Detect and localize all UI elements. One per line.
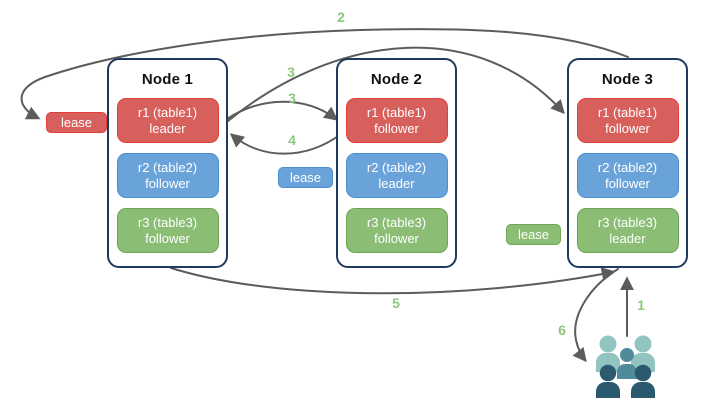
replica-role: leader	[378, 175, 415, 191]
replica-label: r2 (table2)	[597, 159, 658, 175]
replica-label: r1 (table1)	[597, 104, 658, 120]
step-label-4: 4	[288, 132, 296, 148]
step-label-2: 2	[337, 9, 345, 25]
replica-label: r2 (table2)	[366, 159, 427, 175]
lease-badge-blue: lease	[278, 167, 333, 188]
node-3-replica-r1: r1 (table1) follower	[576, 98, 679, 143]
replica-label: r3 (table3)	[366, 214, 427, 230]
replica-role: follower	[374, 120, 419, 136]
replica-role: leader	[149, 120, 186, 136]
replica-label: r1 (table1)	[137, 104, 198, 120]
replica-role: leader	[609, 230, 646, 246]
step-label-6: 6	[558, 322, 566, 338]
arrow-step-5	[170, 267, 616, 295]
replica-label: r3 (table3)	[597, 214, 658, 230]
arrow-step-3-to-node2	[226, 100, 339, 121]
step-label-3a: 3	[287, 64, 295, 80]
node-3-replica-r3: r3 (table3) leader	[576, 208, 679, 253]
node-2-replica-r3: r3 (table3) follower	[345, 208, 448, 253]
node-1-title: Node 1	[141, 70, 194, 88]
replica-label: r1 (table1)	[366, 104, 427, 120]
step-label-5: 5	[392, 295, 400, 311]
node-3-replica-r2: r2 (table2) follower	[576, 153, 679, 198]
replica-role: follower	[605, 120, 650, 136]
lease-badge-red: lease	[46, 112, 107, 133]
node-3: Node 3 r1 (table1) follower r2 (table2) …	[567, 58, 688, 268]
replica-role: follower	[145, 230, 190, 246]
lease-badge-green: lease	[506, 224, 561, 245]
node-1-replica-r1: r1 (table1) leader	[116, 98, 219, 143]
arrow-step-4	[229, 133, 342, 155]
step-label-1: 1	[637, 297, 645, 313]
replica-role: follower	[605, 175, 650, 191]
replica-role: follower	[374, 230, 419, 246]
users-group-icon	[596, 335, 655, 398]
step-label-3b: 3	[288, 90, 296, 106]
node-1-replica-r2: r2 (table2) follower	[116, 153, 219, 198]
node-2-replica-r1: r1 (table1) follower	[345, 98, 448, 143]
replica-label: r2 (table2)	[137, 159, 198, 175]
replica-role: follower	[145, 175, 190, 191]
node-2: Node 2 r1 (table1) follower r2 (table2) …	[336, 58, 457, 268]
node-1: Node 1 r1 (table1) leader r2 (table2) fo…	[107, 58, 228, 268]
replica-label: r3 (table3)	[137, 214, 198, 230]
node-2-replica-r2: r2 (table2) leader	[345, 153, 448, 198]
node-1-replica-r3: r3 (table3) follower	[116, 208, 219, 253]
node-3-title: Node 3	[601, 70, 654, 88]
node-2-title: Node 2	[370, 70, 423, 88]
